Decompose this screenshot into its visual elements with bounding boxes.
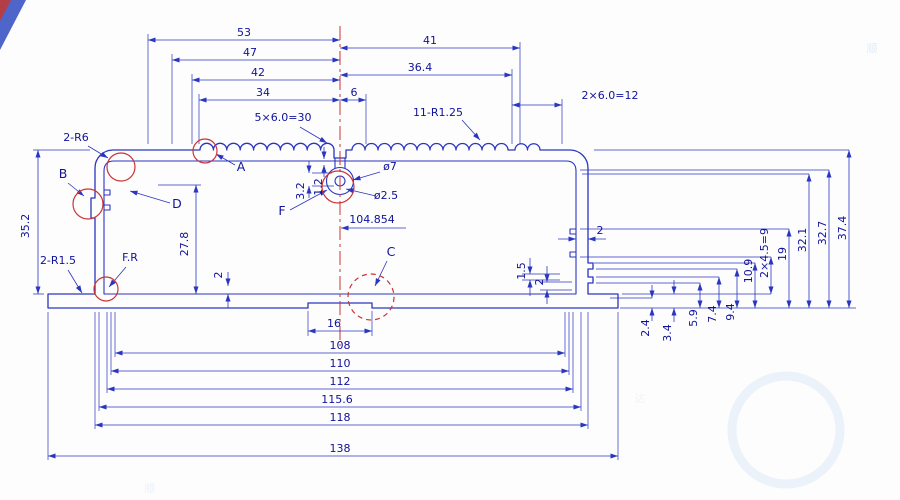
detail-circles <box>72 138 395 321</box>
dim-fr-label: F.R <box>122 251 138 264</box>
dim-115-6-label: 115.6 <box>321 393 353 406</box>
dim-ref-width-label: 104.854 <box>349 213 395 226</box>
dim-53-label: 53 <box>237 26 251 39</box>
dim-5-9-label: 5.9 <box>687 309 700 327</box>
extension-lines <box>33 34 856 460</box>
watermark-layer: 顺 达 顺 <box>0 0 878 495</box>
dim-118-label: 118 <box>330 411 351 424</box>
dim-fins-left-label: 5×6.0=30 <box>255 111 312 124</box>
dim-plate-thk-label: 2 <box>212 272 225 279</box>
callout-c: C <box>387 244 396 259</box>
callout-f: F <box>278 203 285 218</box>
callout-b: B <box>59 166 68 181</box>
dim-138-label: 138 <box>330 442 351 455</box>
dim-32-1-label: 32.1 <box>796 228 809 253</box>
dim-112-label: 112 <box>330 375 351 388</box>
callout-a: A <box>237 159 246 174</box>
dim-base-fillet-label: 2-R1.5 <box>40 254 76 267</box>
dim-10-9-label: 10.9 <box>742 259 755 284</box>
callout-letters: A B C D F <box>59 159 396 259</box>
dim-boss-id-label: ø2.5 <box>374 189 398 202</box>
dimension-lines <box>35 37 852 459</box>
dim-16-label: 16 <box>327 317 341 330</box>
detail-circle-b <box>72 188 104 220</box>
dim-36-4-label: 36.4 <box>408 61 433 74</box>
watermark-ring <box>727 371 845 489</box>
dim-2x4-5-label: 2×4.5=9 <box>758 228 771 278</box>
detail-circle-f <box>321 170 355 204</box>
watermark-glyph-top-right: 顺 <box>867 42 878 55</box>
dim-47-label: 47 <box>243 46 257 59</box>
detail-circle-c <box>347 273 395 321</box>
dim-height-label: 35.2 <box>19 214 32 239</box>
dim-fins-right-label: 11-R1.25 <box>413 106 463 119</box>
dim-41-label: 41 <box>423 34 437 47</box>
callout-d: D <box>172 196 182 211</box>
dimension-labels: 53 47 42 34 6 5×6.0=30 41 36.4 2×6.0=12 … <box>19 26 849 455</box>
dim-7-4-label: 7.4 <box>706 305 719 323</box>
detail-circle-a <box>192 138 218 164</box>
dim-6-label: 6 <box>351 86 358 99</box>
dim-9-4-label: 9.4 <box>724 303 737 321</box>
dim-3-4-label: 3.4 <box>661 324 674 342</box>
dim-110-label: 110 <box>330 357 351 370</box>
dim-42-label: 42 <box>251 66 265 79</box>
corner-logo-accent <box>0 0 11 21</box>
screw-boss-slot <box>334 158 346 168</box>
corner-logo <box>0 0 26 50</box>
dim-32-7-label: 32.7 <box>816 221 829 246</box>
watermark-glyph-center: 达 <box>635 392 646 405</box>
outer-profile-path <box>47 142 619 309</box>
inner-cavity-path <box>103 160 577 295</box>
detail-circle-corner <box>106 152 136 182</box>
dim-boss-od-label: ø7 <box>383 160 397 173</box>
dim-19-label: 19 <box>776 247 789 261</box>
dim-2-4-label: 2.4 <box>639 319 652 337</box>
detail-circle-fr <box>93 276 119 302</box>
dim-37-4-label: 37.4 <box>836 216 849 241</box>
right-wall-slots <box>569 228 576 258</box>
dim-34-label: 34 <box>256 86 270 99</box>
dim-corner-radius-label: 2-R6 <box>63 131 89 144</box>
dim-step-a-label: 1.5 <box>515 262 528 280</box>
leader-lines <box>67 119 677 322</box>
watermark-glyph-bottom-left: 顺 <box>145 482 156 495</box>
dim-slot-a-label: 3.2 <box>294 182 307 200</box>
dim-108-label: 108 <box>330 339 351 352</box>
dim-fins-pair-label: 2×6.0=12 <box>582 89 639 102</box>
dim-step-b-label: 2 <box>533 279 546 286</box>
left-wall-slots <box>104 189 111 211</box>
dim-inner-height-label: 27.8 <box>178 232 191 257</box>
dim-slot-b-label: 1.2 <box>312 178 325 196</box>
dim-wall-thk-label: 2 <box>597 224 604 237</box>
